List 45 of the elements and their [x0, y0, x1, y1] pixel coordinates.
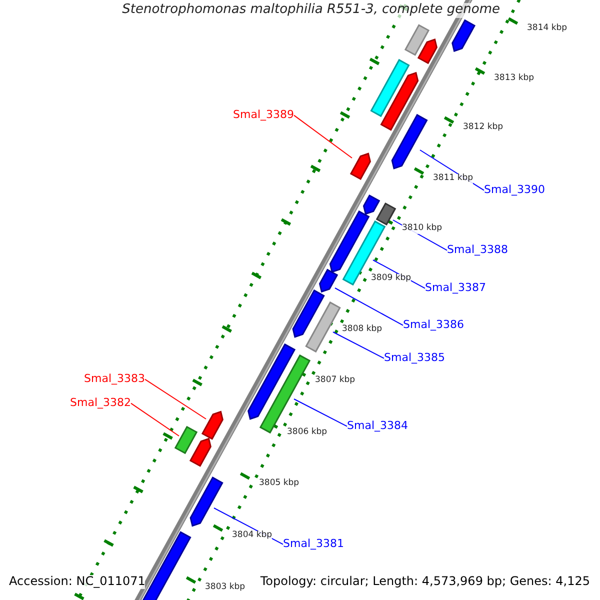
gene-feature — [190, 476, 224, 527]
tick-label: 3814 kbp — [527, 24, 568, 34]
gene-feature — [292, 289, 341, 353]
leader-line — [334, 288, 404, 326]
gene-feature — [417, 38, 438, 64]
gene-label: Smal_3389 — [233, 109, 294, 122]
gene-label: Smal_3388 — [447, 244, 508, 257]
title: Stenotrophomonas maltophilia R551-3, complete genome — [122, 3, 500, 18]
gene-label: Smal_3387 — [425, 282, 486, 295]
gene-feature — [174, 426, 212, 467]
gene-feature — [391, 114, 428, 170]
accession-text: Accession: NC_011071 — [9, 575, 146, 589]
gene-label: Smal_3381 — [283, 538, 344, 551]
gene-feature — [201, 410, 224, 440]
leader-line — [294, 398, 348, 427]
gene-feature — [362, 194, 396, 226]
tick-label: 3813 kbp — [494, 74, 534, 84]
gene-feature — [318, 268, 338, 293]
gene-feature — [248, 343, 311, 434]
tick-label: 3809 kbp — [371, 274, 412, 284]
genome-summary-text: Topology: circular; Length: 4,573,969 bp; Genes: 4,125 — [260, 575, 590, 589]
leader-line — [130, 402, 180, 436]
gene-feature — [370, 58, 410, 118]
leader-line — [332, 332, 384, 359]
gene-label: Smal_3390 — [484, 184, 545, 197]
gene-label: Smal_3386 — [403, 319, 464, 332]
gene-feature — [452, 19, 476, 52]
gene-label: Smal_3383 — [84, 373, 145, 386]
gene-feature — [380, 72, 419, 131]
gene-feature — [350, 152, 371, 180]
tick-label: 3806 kbp — [287, 428, 328, 438]
tick-label: 3810 kbp — [402, 224, 442, 234]
tick-label: 3808 kbp — [342, 325, 382, 335]
leader-line — [294, 114, 352, 158]
gene-label: Smal_3385 — [384, 352, 445, 365]
tick-label: 3803 kbp — [205, 583, 246, 593]
tick-label: 3812 kbp — [463, 123, 504, 133]
tick-label: 3804 kbp — [232, 531, 272, 541]
tick-label: 3811 kbp — [433, 174, 474, 184]
gene-feature — [404, 24, 430, 56]
leader-line — [144, 378, 206, 420]
tick-label: 3807 kbp — [315, 376, 356, 386]
gene-label: Smal_3384 — [347, 420, 408, 433]
tick-label: 3805 kbp — [259, 479, 300, 489]
gene-label: Smal_3382 — [70, 397, 131, 410]
